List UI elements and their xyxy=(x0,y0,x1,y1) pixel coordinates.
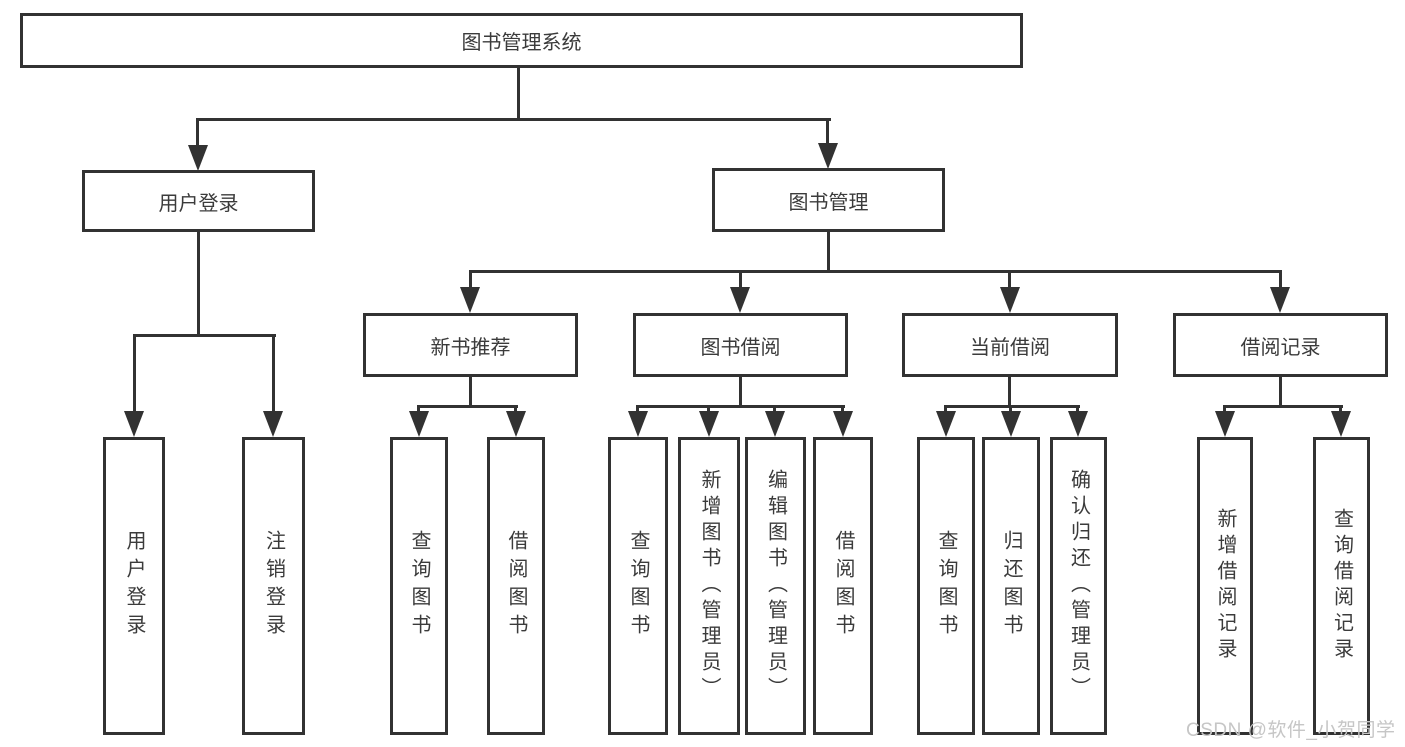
connector-records-hline xyxy=(1223,405,1343,408)
connector-leaf-drop xyxy=(417,405,420,415)
arrow-down-icon xyxy=(1068,411,1088,437)
leaf-label: 查询图书 xyxy=(408,530,430,642)
connector-curborrow-stem xyxy=(1008,377,1011,407)
arrow-down-icon xyxy=(506,411,526,437)
leaf-user-login: 用户登录 xyxy=(103,437,165,735)
connector-leaf-drop xyxy=(1223,405,1226,415)
connector-leaf-drop xyxy=(773,405,776,415)
node-new-book-recommend-label: 新书推荐 xyxy=(430,336,511,359)
connector-leaf-drop xyxy=(707,405,710,415)
leaf-logout: 注销登录 xyxy=(242,437,305,735)
leaf-confirm-return-admin: 确认归还（管理员） xyxy=(1050,437,1107,735)
connector-leaf-drop xyxy=(272,334,275,414)
csdn-watermark: CSDN @软件_小贺同学 xyxy=(1186,720,1396,741)
node-new-book-recommend: 新书推荐 xyxy=(363,313,578,377)
leaf-query-books-borrow: 查询图书 xyxy=(608,437,668,735)
leaf-label: 查询图书 xyxy=(627,530,649,642)
node-borrow-records: 借阅记录 xyxy=(1173,313,1388,377)
leaf-label: 查询借阅记录 xyxy=(1330,508,1353,664)
connector-bookmgmt-drop xyxy=(826,118,829,150)
connector-level3-drop xyxy=(739,270,742,292)
connector-level3-drop xyxy=(1008,270,1011,292)
connector-bookborrow-stem xyxy=(739,377,742,407)
arrow-down-icon xyxy=(1270,287,1290,313)
leaf-add-books-admin: 新增图书（管理员） xyxy=(678,437,740,735)
leaf-logout-label: 注销登录 xyxy=(262,530,285,642)
connector-userlogin-hline xyxy=(133,334,276,337)
arrow-down-icon xyxy=(409,411,429,437)
arrow-down-icon xyxy=(1000,287,1020,313)
connector-records-stem xyxy=(1279,377,1282,407)
leaf-label: 新增借阅记录 xyxy=(1214,508,1236,664)
connector-curborrow-hline xyxy=(944,405,1080,408)
connector-leaf-drop xyxy=(1076,405,1079,415)
arrow-down-icon xyxy=(765,411,785,437)
arrow-down-icon xyxy=(1001,411,1021,437)
node-user-login-label: 用户登录 xyxy=(158,192,239,215)
node-borrow-records-label: 借阅记录 xyxy=(1240,336,1321,359)
node-root: 图书管理系统 xyxy=(20,13,1023,68)
connector-userlogin-stem xyxy=(197,232,200,336)
leaf-return-books: 归还图书 xyxy=(982,437,1040,735)
connector-bookborrow-hline xyxy=(636,405,845,408)
leaf-label: 新增图书（管理员） xyxy=(698,469,720,703)
leaf-label: 编辑图书（管理员） xyxy=(764,469,787,703)
leaf-label: 查询图书 xyxy=(935,530,957,642)
connector-level3-drop xyxy=(1279,270,1282,292)
node-current-borrow-label: 当前借阅 xyxy=(970,336,1050,359)
node-book-management: 图书管理 xyxy=(712,168,945,232)
leaf-query-borrow-record: 查询借阅记录 xyxy=(1313,437,1370,735)
leaf-query-books-recommend: 查询图书 xyxy=(390,437,448,735)
arrow-down-icon xyxy=(1215,411,1235,437)
connector-bookmgmt-hline xyxy=(469,270,1282,273)
node-root-label: 图书管理系统 xyxy=(461,32,582,54)
leaf-edit-books-admin: 编辑图书（管理员） xyxy=(745,437,806,735)
arrow-down-icon xyxy=(818,143,838,169)
node-book-management-label: 图书管理 xyxy=(788,191,869,214)
leaf-borrow-books-recommend: 借阅图书 xyxy=(487,437,545,735)
connector-leaf-drop xyxy=(1009,405,1012,415)
leaf-label: 借阅图书 xyxy=(832,530,854,642)
arrow-down-icon xyxy=(188,145,208,171)
arrow-down-icon xyxy=(124,411,144,437)
connector-root-hline xyxy=(196,118,831,121)
node-current-borrow: 当前借阅 xyxy=(902,313,1118,377)
connector-leaf-drop xyxy=(1339,405,1342,415)
leaf-user-login-label: 用户登录 xyxy=(123,530,145,642)
connector-newrec-stem xyxy=(469,377,472,407)
connector-bookmgmt-stem xyxy=(827,232,830,272)
connector-level3-drop xyxy=(469,270,472,292)
node-user-login: 用户登录 xyxy=(82,170,315,232)
arrow-down-icon xyxy=(460,287,480,313)
leaf-add-borrow-record: 新增借阅记录 xyxy=(1197,437,1253,735)
node-book-borrow: 图书借阅 xyxy=(633,313,848,377)
connector-newrec-hline xyxy=(417,405,518,408)
connector-userlogin-drop xyxy=(196,118,199,150)
connector-leaf-drop xyxy=(133,334,136,414)
leaf-label: 确认归还（管理员） xyxy=(1067,469,1090,703)
arrow-down-icon xyxy=(1331,411,1351,437)
leaf-label: 借阅图书 xyxy=(505,530,527,642)
connector-leaf-drop xyxy=(841,405,844,415)
leaf-query-books-current: 查询图书 xyxy=(917,437,975,735)
arrow-down-icon xyxy=(699,411,719,437)
node-book-borrow-label: 图书借阅 xyxy=(700,336,781,359)
arrow-down-icon xyxy=(730,287,750,313)
arrow-down-icon xyxy=(628,411,648,437)
arrow-down-icon xyxy=(833,411,853,437)
connector-leaf-drop xyxy=(636,405,639,415)
arrow-down-icon xyxy=(263,411,283,437)
arrow-down-icon xyxy=(936,411,956,437)
connector-root-stem xyxy=(517,68,520,120)
connector-leaf-drop xyxy=(944,405,947,415)
connector-leaf-drop xyxy=(514,405,517,415)
leaf-label: 归还图书 xyxy=(1000,530,1022,642)
leaf-borrow-books: 借阅图书 xyxy=(813,437,873,735)
